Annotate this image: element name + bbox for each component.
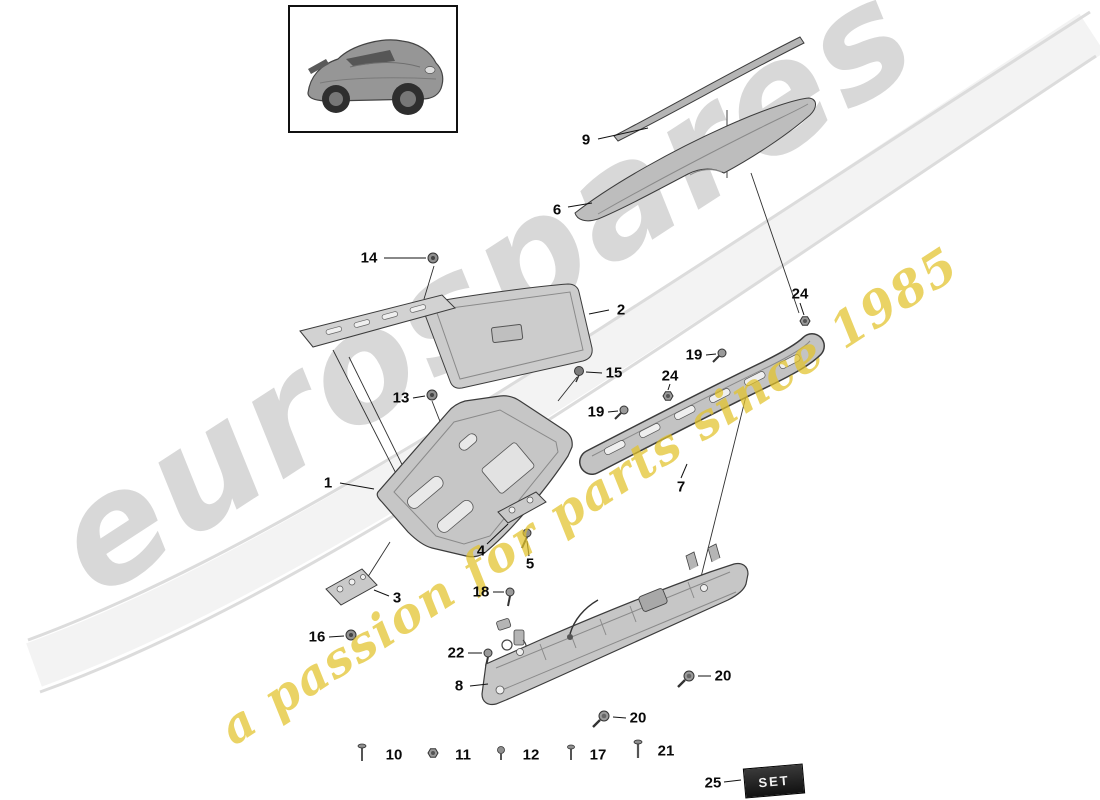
part-2-lid-inner-panel <box>422 283 593 389</box>
part-label-11[interactable]: 11 <box>455 746 471 764</box>
part-10-screw <box>357 743 367 761</box>
part-label-6[interactable]: 6 <box>552 201 562 219</box>
part-label-20[interactable]: 20 <box>629 709 647 727</box>
part-label-10[interactable]: 10 <box>385 746 403 764</box>
vehicle-thumbnail <box>288 5 458 133</box>
part-label-1[interactable]: 1 <box>323 474 333 492</box>
part-24-nut-right <box>799 316 811 326</box>
part-label-24[interactable]: 24 <box>661 367 679 385</box>
part-label-2[interactable]: 2 <box>616 301 626 319</box>
part-7-spoiler-adapter <box>579 333 825 475</box>
part-8-spoiler-frame <box>481 543 749 706</box>
part-label-18[interactable]: 18 <box>472 583 490 601</box>
part-13-grommet <box>426 389 438 401</box>
part-6-rear-spoiler <box>574 97 816 222</box>
part-label-7[interactable]: 7 <box>676 478 686 496</box>
part-17-screw <box>567 744 575 760</box>
part-1-rear-lid <box>376 395 573 558</box>
vehicle-illustration <box>307 39 444 115</box>
part-21-screw <box>633 739 643 758</box>
part-20-bolt-lower <box>592 710 610 728</box>
part-label-14[interactable]: 14 <box>360 249 378 267</box>
part-label-24[interactable]: 24 <box>791 285 809 303</box>
part-label-21[interactable]: 21 <box>657 742 675 760</box>
part-label-15[interactable]: 15 <box>605 364 623 382</box>
part-15-ball-stud <box>574 366 584 383</box>
part-label-16[interactable]: 16 <box>308 628 326 646</box>
part-label-9[interactable]: 9 <box>581 131 591 149</box>
part-label-3[interactable]: 3 <box>392 589 402 607</box>
part-label-19[interactable]: 19 <box>587 403 605 421</box>
part-18-screw <box>505 587 515 607</box>
part-12-rivet <box>497 746 505 760</box>
part-5-screw <box>521 528 532 549</box>
part-19-screw-right <box>712 348 727 363</box>
part-label-22[interactable]: 22 <box>447 644 465 662</box>
part-20-bolt-upper <box>677 670 695 688</box>
part-9-spoiler-lip <box>613 36 805 142</box>
part-label-13[interactable]: 13 <box>392 389 410 407</box>
part-label-25[interactable]: 25 <box>704 774 722 792</box>
part-16-grommet <box>345 629 357 641</box>
part-label-20[interactable]: 20 <box>714 667 732 685</box>
part-11-nut <box>427 748 439 758</box>
part-3-bracket <box>325 568 378 606</box>
clip-hardware-cluster <box>496 618 531 659</box>
hinge-rail <box>299 294 456 348</box>
part-label-4[interactable]: 4 <box>476 542 486 560</box>
part-label-8[interactable]: 8 <box>454 677 464 695</box>
part-label-19[interactable]: 19 <box>685 346 703 364</box>
assembly-alignment-lines <box>332 110 800 584</box>
part-19-screw-mid <box>614 405 629 420</box>
part-4-bracket <box>497 491 547 524</box>
part-14-grommet <box>427 252 439 264</box>
leader-lines <box>328 127 805 783</box>
part-label-17[interactable]: 17 <box>589 746 607 764</box>
part-label-12[interactable]: 12 <box>522 746 540 764</box>
part-24-nut-mid <box>662 391 674 401</box>
part-label-5[interactable]: 5 <box>525 555 535 573</box>
